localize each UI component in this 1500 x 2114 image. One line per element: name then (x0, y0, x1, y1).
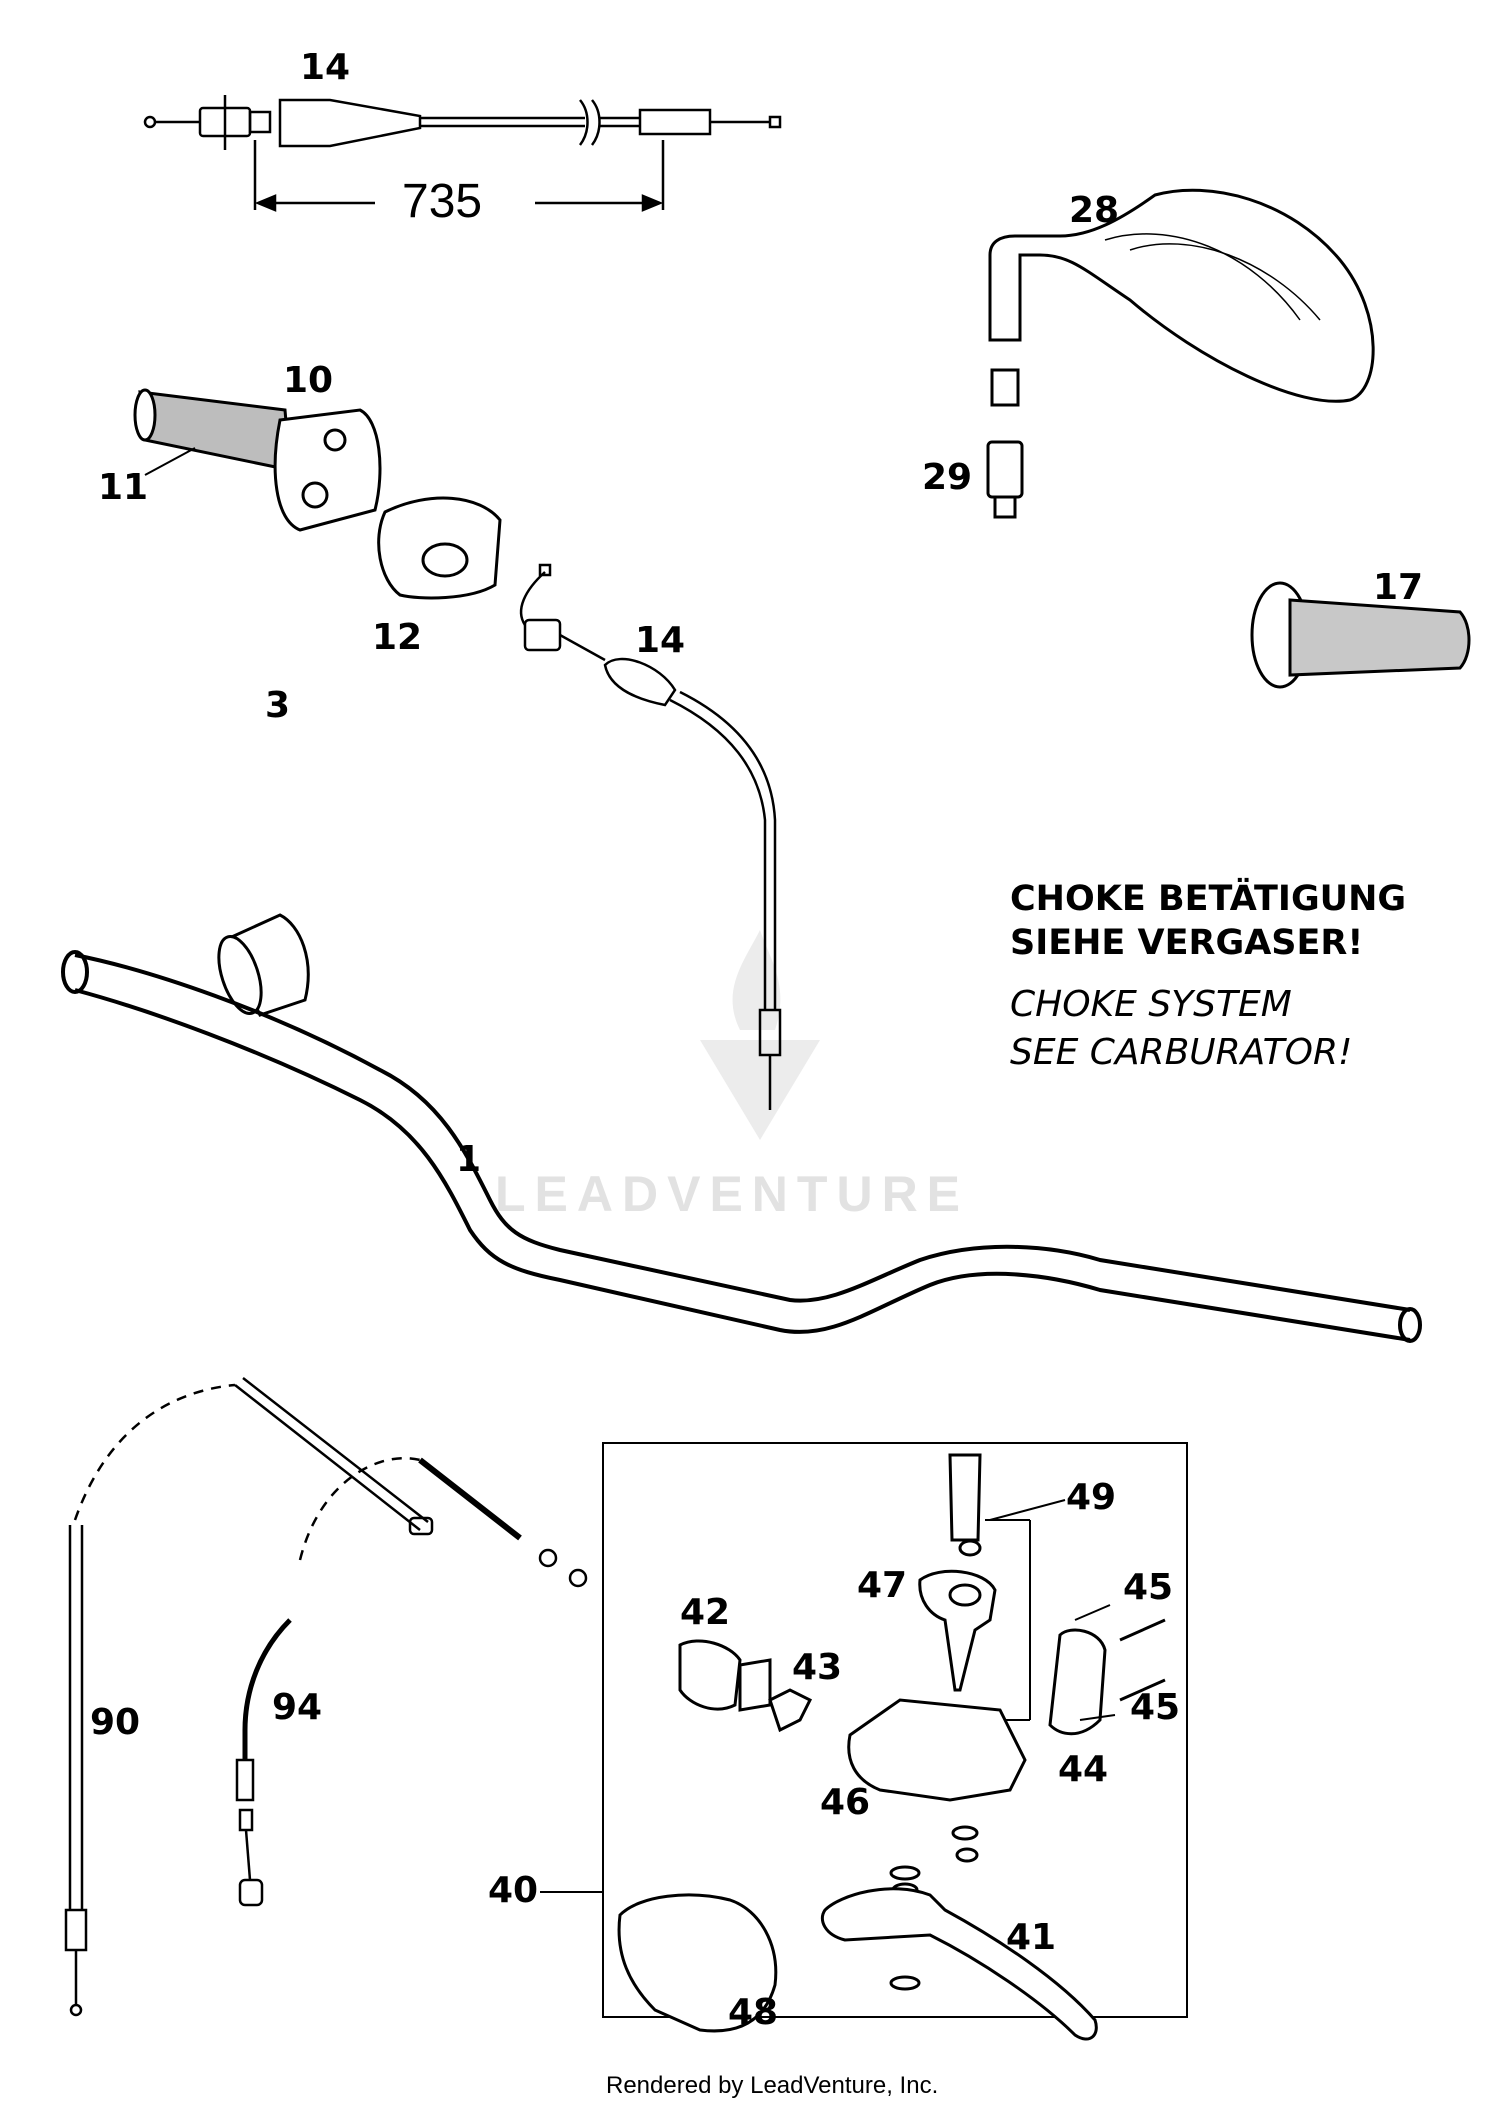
watermark-text: LEADVENTURE (495, 1166, 970, 1222)
part-label-28: 28 (1069, 190, 1120, 231)
part-label-90: 90 (90, 1702, 141, 1743)
part-label-14-cable: 14 (635, 620, 686, 661)
dimension-line (253, 140, 665, 212)
mirror-adapter (986, 440, 1024, 519)
part-label-41: 41 (1006, 1917, 1057, 1958)
leader-lines (144, 447, 1116, 1721)
throttle-cable-middle (519, 563, 782, 1110)
throttle-cable-top (143, 95, 782, 150)
note-english-line-2: SEE CARBURATOR! (1010, 1032, 1353, 1073)
handlebar (61, 950, 1422, 1343)
left-grip (1250, 581, 1471, 689)
part-label-40: 40 (488, 1870, 539, 1911)
part-label-47: 47 (857, 1565, 908, 1606)
part-label-42: 42 (680, 1592, 731, 1633)
part-label-1: 1 (456, 1139, 482, 1180)
mirror (988, 188, 1375, 407)
part-label-12: 12 (372, 617, 423, 658)
part-label-44: 44 (1058, 1749, 1109, 1790)
part-label-45-top: 45 (1123, 1567, 1174, 1608)
footer-credit: Rendered by LeadVenture, Inc. (606, 2072, 939, 2099)
part-label-94: 94 (272, 1687, 323, 1728)
bar-bushing (217, 913, 310, 1017)
watermark-logo (700, 930, 820, 1140)
part-label-29: 29 (922, 457, 973, 498)
throttle-grip (133, 388, 382, 532)
clutch-parts (617, 1453, 1166, 2041)
part-label-49: 49 (1066, 1477, 1117, 1518)
note-english-line-1: CHOKE SYSTEM (1010, 984, 1292, 1025)
note-german-line-2: SIEHE VERGASER! (1010, 923, 1364, 963)
part-label-45-bottom: 45 (1130, 1687, 1181, 1728)
part-label-43: 43 (792, 1647, 843, 1688)
part-label-48: 48 (728, 1992, 779, 2033)
part-label-3: 3 (265, 685, 291, 726)
part-label-14: 14 (300, 47, 351, 88)
housing-cover (377, 496, 502, 600)
part-label-17: 17 (1373, 567, 1424, 608)
dimension-label: 735 (402, 175, 483, 228)
note-german-line-1: CHOKE BETÄTIGUNG (1010, 879, 1407, 919)
part-label-46: 46 (820, 1782, 871, 1823)
part-label-10: 10 (283, 360, 334, 401)
part-label-11: 11 (98, 467, 149, 508)
clutch-cable (64, 1377, 588, 2017)
